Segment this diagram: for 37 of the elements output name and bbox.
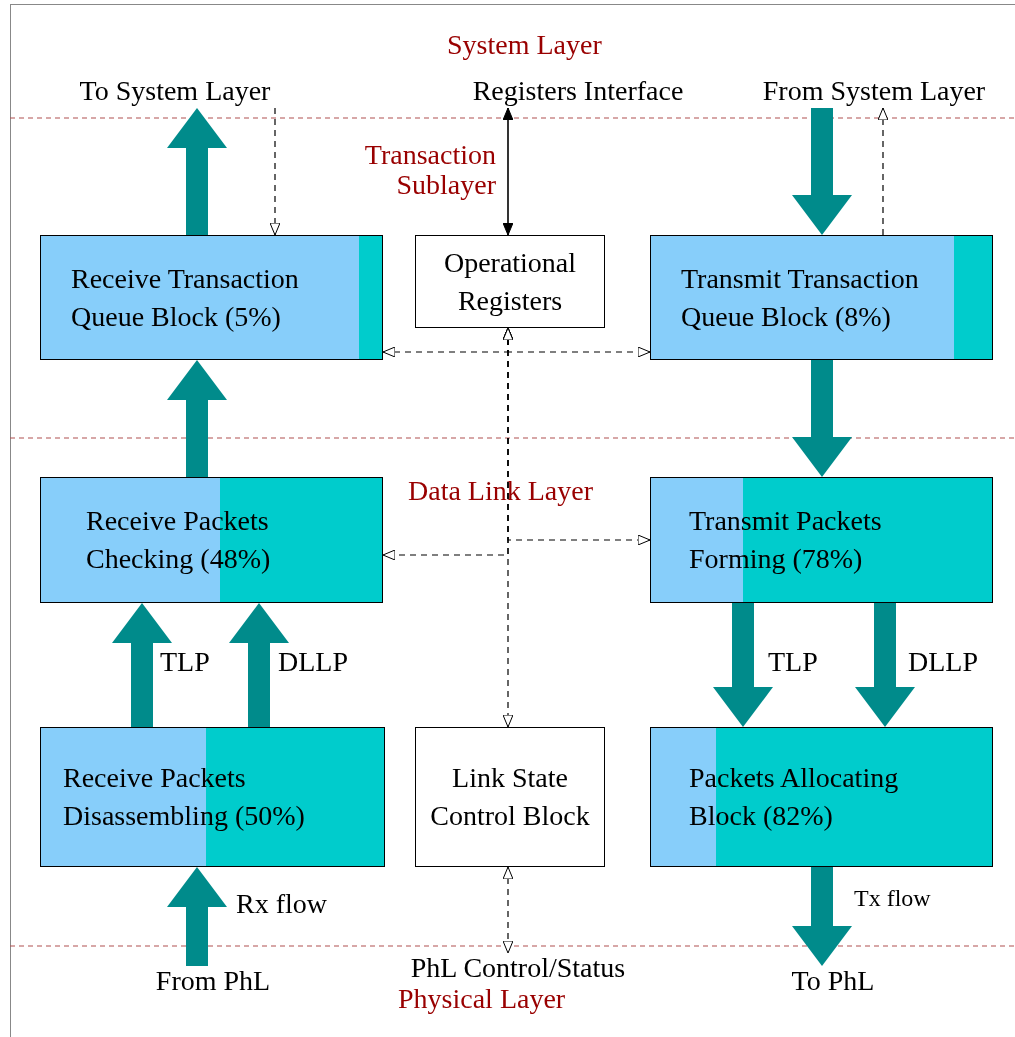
layer-label: Transaction Sublayer bbox=[363, 140, 496, 200]
port-label: From System Layer bbox=[735, 76, 1013, 108]
module-box: Receive Transaction Queue Block (5%) bbox=[40, 235, 383, 360]
module-box: Link State Control Block bbox=[415, 727, 605, 867]
flow-arrow bbox=[713, 603, 773, 727]
port-label: From PhL bbox=[138, 966, 288, 1000]
edge-label: DLLP bbox=[278, 647, 348, 677]
control-arrow bbox=[269, 107, 281, 236]
port-label: Registers Interface bbox=[447, 76, 709, 108]
module-box: Receive Packets Disassembling (50%) bbox=[40, 727, 385, 867]
flow-arrow bbox=[792, 108, 852, 235]
port-label: PhL Control/Status bbox=[380, 953, 656, 985]
flow-arrow bbox=[855, 603, 915, 727]
edge-label: Rx flow bbox=[236, 889, 327, 919]
edge-label: TLP bbox=[160, 647, 210, 677]
control-arrow bbox=[502, 327, 514, 728]
edge-label: DLLP bbox=[908, 647, 978, 677]
port-label: To System Layer bbox=[55, 76, 295, 108]
flow-arrow bbox=[167, 108, 227, 235]
edge-label: Tx flow bbox=[854, 884, 931, 913]
module-box: Transmit Transaction Queue Block (8%) bbox=[650, 235, 993, 360]
module-box: Operational Registers bbox=[415, 235, 605, 328]
flow-arrow bbox=[112, 603, 172, 727]
layer-label: Physical Layer bbox=[398, 984, 567, 1014]
flow-arrow bbox=[167, 867, 227, 966]
flow-arrow bbox=[792, 867, 852, 966]
control-arrow bbox=[877, 107, 889, 236]
register-arrow bbox=[502, 107, 514, 236]
control-arrow bbox=[502, 866, 514, 954]
port-label: To PhL bbox=[778, 966, 888, 1000]
layer-label: Data Link Layer bbox=[408, 476, 595, 506]
flow-arrow bbox=[792, 360, 852, 477]
flow-arrow bbox=[229, 603, 289, 727]
layer-label: System Layer bbox=[447, 30, 603, 60]
module-box: Transmit Packets Forming (78%) bbox=[650, 477, 993, 603]
flow-arrow bbox=[167, 360, 227, 477]
edge-label: TLP bbox=[768, 647, 818, 677]
